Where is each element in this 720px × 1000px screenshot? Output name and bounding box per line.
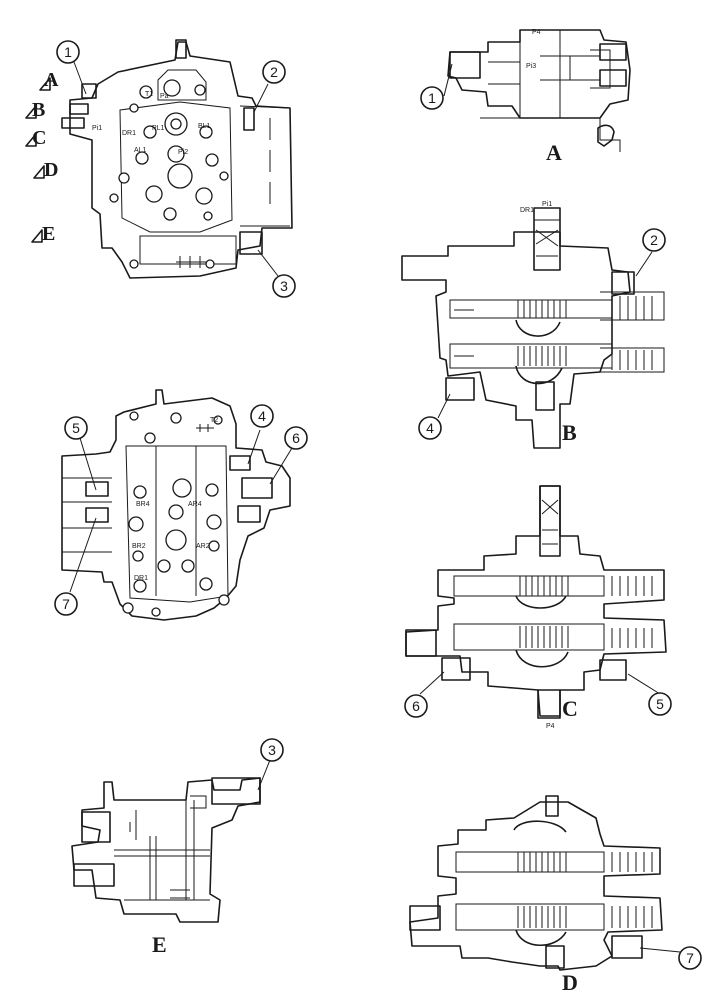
port-dr1-label: DR1 xyxy=(122,130,136,137)
svg-text:6: 6 xyxy=(292,430,300,446)
callout-5-main: 5 xyxy=(64,416,88,440)
section-view-a: P4 Pi3 A xyxy=(447,29,631,165)
svg-text:2: 2 xyxy=(270,64,278,80)
svg-text:A: A xyxy=(44,69,59,91)
view-label-b: B xyxy=(562,420,577,445)
port-br2-label: BR2 xyxy=(132,543,146,550)
svg-text:1: 1 xyxy=(428,90,436,106)
port-ps-label: P4 xyxy=(546,723,555,730)
port-pa-label: Pa xyxy=(160,93,169,100)
port-pi1c-label: Pi1 xyxy=(542,201,552,208)
callout-4-main: 4 xyxy=(250,404,274,428)
svg-text:6: 6 xyxy=(412,698,420,714)
port-pi3-label: Pi3 xyxy=(526,63,536,70)
section-marker-b: B xyxy=(25,99,45,121)
callout-6-main: 6 xyxy=(284,426,308,450)
svg-text:4: 4 xyxy=(426,420,434,436)
svg-text:7: 7 xyxy=(686,950,694,966)
svg-text:7: 7 xyxy=(62,596,70,612)
port-br4-label: BR4 xyxy=(136,501,150,508)
view-label-e: E xyxy=(152,932,167,957)
port-pi1-label: Pi1 xyxy=(92,125,102,132)
section-marker-e: E xyxy=(31,223,55,245)
port-p4-label: P4 xyxy=(532,29,541,36)
callout-3-view-e: 3 xyxy=(260,738,284,762)
svg-text:B: B xyxy=(32,99,45,121)
section-view-d: D xyxy=(409,795,663,995)
section-marker-d: D xyxy=(33,159,58,181)
port-pl1-label: PL1 xyxy=(152,125,165,132)
port-pi2-label: Pi2 xyxy=(178,149,188,156)
callout-7-view-d: 7 xyxy=(678,946,702,970)
section-view-b: DR1 Pi1 B xyxy=(401,201,665,449)
main-valve-top-view: T1 Pa PL1 DR1 Pi1 Pi2 AL1 BL1 xyxy=(61,39,293,279)
view-label-c: C xyxy=(562,696,578,721)
section-view-e: E xyxy=(71,777,261,957)
callout-5-view-c: 5 xyxy=(648,692,672,716)
svg-text:5: 5 xyxy=(72,420,80,436)
port-t1-label: T1 xyxy=(145,91,153,98)
callout-1-view-a: 1 xyxy=(420,86,444,110)
svg-text:E: E xyxy=(42,223,55,245)
svg-text:3: 3 xyxy=(280,278,288,294)
main-valve-bottom-view: T2 BR4 AR4 BR2 AR2 DR1 xyxy=(61,389,291,621)
callout-6-view-c: 6 xyxy=(404,694,428,718)
callout-2-view-b: 2 xyxy=(642,228,666,252)
section-view-c: P4 C xyxy=(405,485,667,730)
section-markers: A B C D E xyxy=(25,69,59,245)
port-bl1-label: BL1 xyxy=(198,123,211,130)
port-drc-label: DR1 xyxy=(520,207,534,214)
callout-1-main: 1 xyxy=(56,40,80,64)
section-marker-c: C xyxy=(25,127,46,149)
callout-4-view-b: 4 xyxy=(418,416,442,440)
callout-7-main: 7 xyxy=(54,592,78,616)
port-ar2-label: AR2 xyxy=(196,543,210,550)
svg-text:1: 1 xyxy=(64,44,72,60)
port-t2-label: T2 xyxy=(210,417,218,424)
svg-text:2: 2 xyxy=(650,232,658,248)
svg-text:5: 5 xyxy=(656,696,664,712)
port-al1-label: AL1 xyxy=(134,147,147,154)
callout-3-main: 3 xyxy=(272,274,296,298)
svg-text:3: 3 xyxy=(268,742,276,758)
port-ar4-label: AR4 xyxy=(188,501,202,508)
svg-text:C: C xyxy=(32,127,46,149)
view-label-a: A xyxy=(546,140,562,165)
view-label-d: D xyxy=(562,970,578,995)
svg-text:4: 4 xyxy=(258,408,266,424)
section-marker-a: A xyxy=(39,69,59,91)
callout-leaders xyxy=(69,61,681,953)
svg-text:D: D xyxy=(44,159,58,181)
port-dr3-label: DR1 xyxy=(134,575,148,582)
callout-2-main: 2 xyxy=(262,60,286,84)
